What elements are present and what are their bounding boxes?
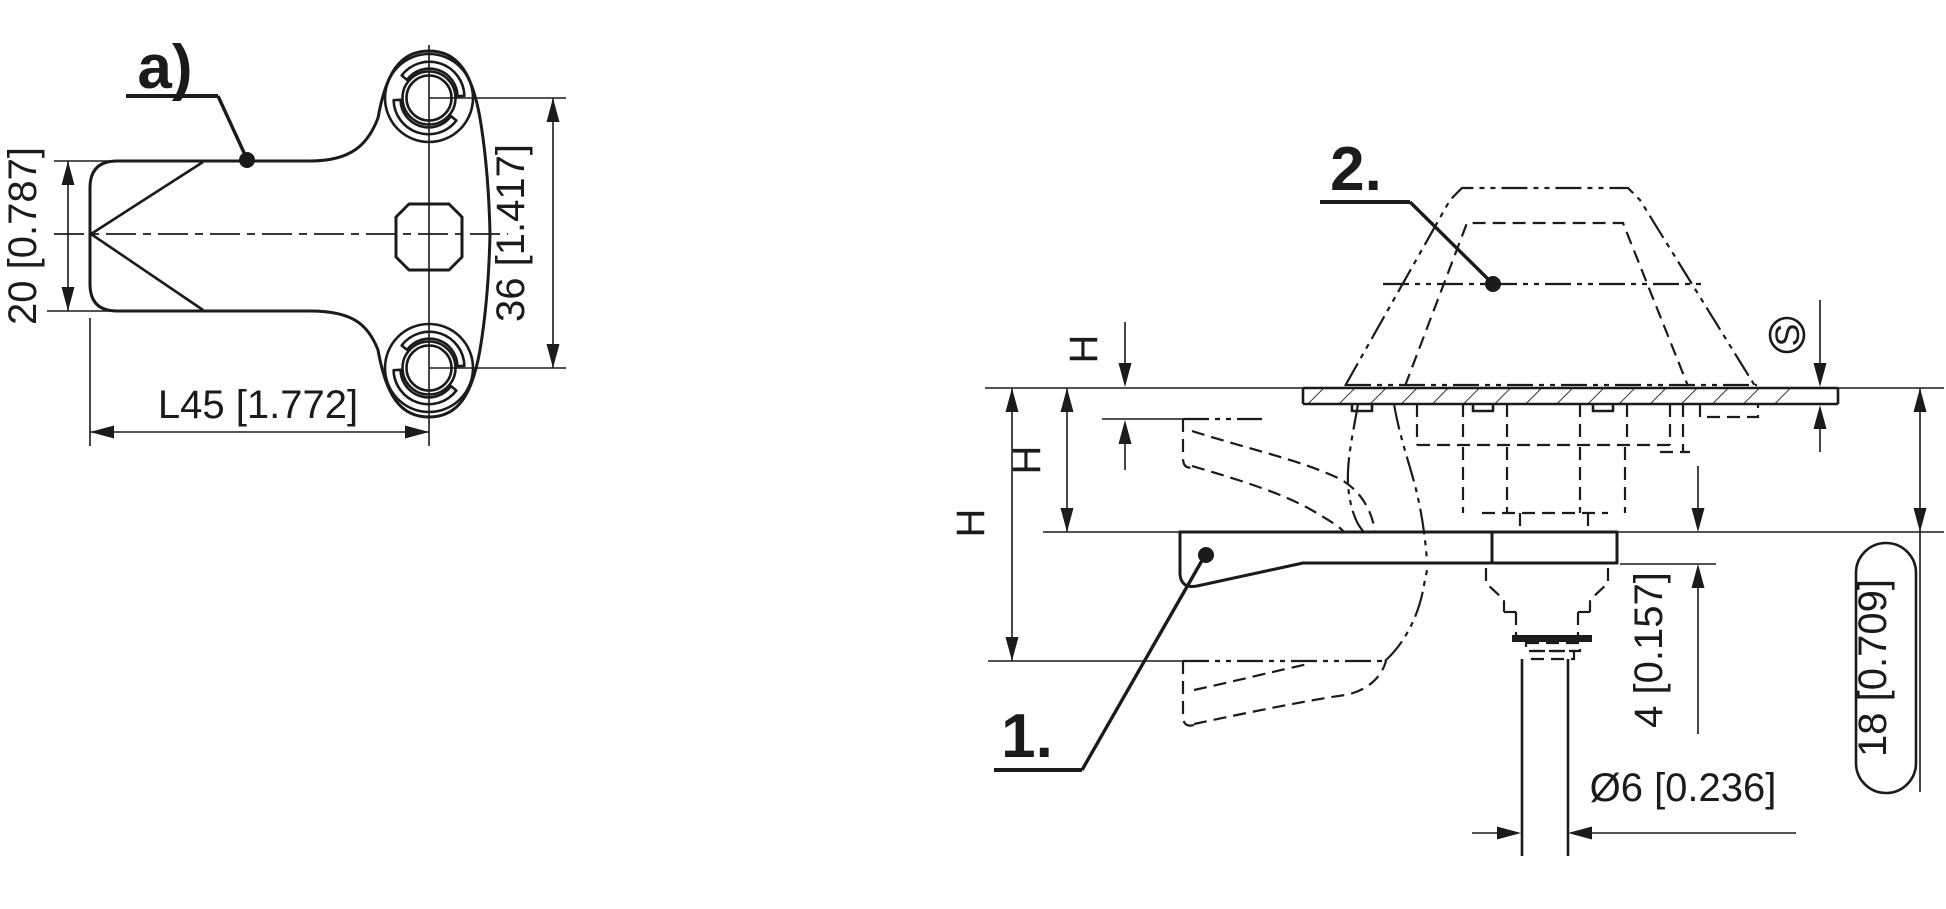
keeper-outer-profile	[1344, 186, 1756, 387]
dimension-text: 18 [0.709]	[1851, 579, 1895, 757]
hook-curve	[1193, 662, 1309, 692]
label-1-text: 1.	[1001, 702, 1053, 771]
panel-hatching	[1303, 389, 1793, 404]
dimension-length-L45: L45 [1.772]	[89, 318, 430, 446]
nut-profile	[1484, 568, 1506, 612]
arrowhead	[1813, 405, 1827, 429]
dimension-h-long: H	[949, 388, 1183, 662]
label-a-text: a)	[137, 33, 192, 102]
dimension-text: H	[949, 509, 993, 538]
dimension-capsule-frame	[1854, 541, 1918, 795]
dimension-text: 36 [1.417]	[489, 144, 533, 322]
label-a-callout: a)	[126, 33, 255, 168]
arrowhead	[1118, 420, 1132, 444]
arrowhead	[61, 161, 75, 185]
label-2-text: 2.	[1330, 135, 1382, 204]
label-1-leader	[1080, 556, 1206, 771]
arrowhead	[90, 425, 114, 439]
phantom-open-hook-upper	[1181, 419, 1377, 533]
leader-dot	[239, 152, 255, 168]
arrowhead	[1005, 388, 1019, 412]
phantom-hook-travel	[1183, 403, 1430, 663]
hook-curve	[1191, 464, 1345, 533]
dimension-text: Ø6 [0.236]	[1590, 766, 1777, 810]
tab	[1471, 404, 1495, 413]
view-b-installed-section: 2. 1.	[949, 135, 1944, 856]
label-2-callout: 2.	[1320, 135, 1501, 292]
s-symbol-text: S	[1769, 324, 1807, 347]
arrowhead	[61, 287, 75, 311]
dimension-text: L45 [1.772]	[158, 383, 358, 427]
dimension-text: 20 [0.787]	[1, 147, 45, 325]
travel-curve	[1346, 403, 1365, 533]
dimension-width-20: 20 [0.787]	[1, 147, 117, 325]
dimension-stem-diameter: Ø6 [0.236]	[1472, 766, 1796, 840]
s-symbol-circle	[1768, 316, 1806, 354]
stem-assembly	[1484, 568, 1610, 856]
phantom-keeper-outline	[1344, 186, 1757, 387]
arrowhead	[1691, 564, 1705, 588]
hook-curl	[1181, 661, 1195, 727]
label-a-leader	[216, 95, 248, 158]
arm-left-profile	[1178, 530, 1305, 588]
hook-arm	[1043, 530, 1944, 588]
leader-dot	[1485, 276, 1501, 292]
nut-profile	[1588, 568, 1610, 612]
dimension-text: H	[1062, 335, 1106, 364]
tab	[1591, 404, 1615, 413]
keeper-inner-profile	[1403, 221, 1690, 387]
tab	[1350, 404, 1374, 413]
dimension-h-mid: H	[1005, 388, 1074, 532]
dimension-text: 4 [0.157]	[1627, 572, 1671, 728]
phantom-raised-body	[1415, 404, 1760, 528]
arrowhead	[1813, 363, 1827, 387]
arrowhead	[1118, 363, 1132, 387]
arrowhead	[546, 344, 560, 368]
panel-thickness-callout: S	[1768, 300, 1827, 452]
travel-curve	[1392, 403, 1429, 563]
view-a-top-view: a) 20 [0.787] 36 [1.417]	[1, 33, 566, 446]
retaining-clip	[1530, 649, 1576, 661]
dimension-clip-4: 4 [0.157]	[1620, 466, 1716, 734]
arrowhead	[1060, 508, 1074, 532]
arrowhead	[546, 98, 560, 122]
arrowhead	[1913, 508, 1927, 532]
arrowhead	[405, 425, 429, 439]
arrowhead	[1060, 388, 1074, 412]
retaining-clip	[1524, 641, 1582, 653]
arrowhead	[1497, 826, 1521, 840]
arrowhead	[1005, 637, 1019, 661]
panel-section	[1301, 386, 1840, 406]
arrowhead	[1913, 388, 1927, 412]
dimension-hole-spacing-36: 36 [1.417]	[489, 98, 560, 368]
arrowhead	[1691, 508, 1705, 532]
travel-curve	[1384, 562, 1430, 662]
hook-curl	[1181, 419, 1195, 469]
dimension-depth-18: 18 [0.709]	[1851, 388, 1927, 795]
hook-curve	[1193, 660, 1388, 726]
label-1-callout: 1.	[994, 547, 1214, 772]
dimension-text: H	[1005, 446, 1049, 475]
arrowhead	[1568, 826, 1592, 840]
retaining-washer	[1512, 635, 1592, 642]
label-2-leader	[1408, 200, 1492, 283]
mounting-tabs	[1350, 404, 1615, 413]
square-hole	[394, 202, 464, 272]
phantom-open-hook-lower	[1181, 660, 1388, 727]
leader-dot	[1198, 547, 1214, 563]
dimension-h-small: H	[1062, 322, 1132, 470]
v-notch	[89, 160, 204, 312]
hook-curve	[1191, 429, 1377, 533]
tier-line	[1698, 404, 1760, 419]
